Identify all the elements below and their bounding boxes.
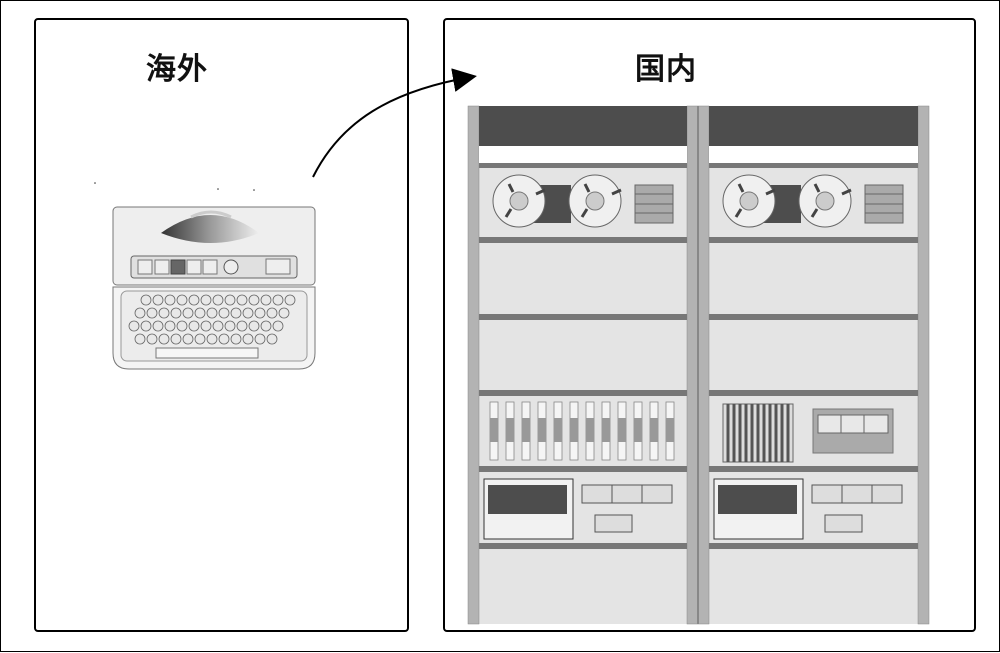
teleprinter-terminal-icon (112, 206, 316, 370)
mainframe-rack-icon (467, 105, 930, 625)
overseas-title: 海外 (146, 52, 208, 87)
transfer-arrow (312, 68, 477, 178)
domestic-title: 国内 (635, 52, 697, 87)
